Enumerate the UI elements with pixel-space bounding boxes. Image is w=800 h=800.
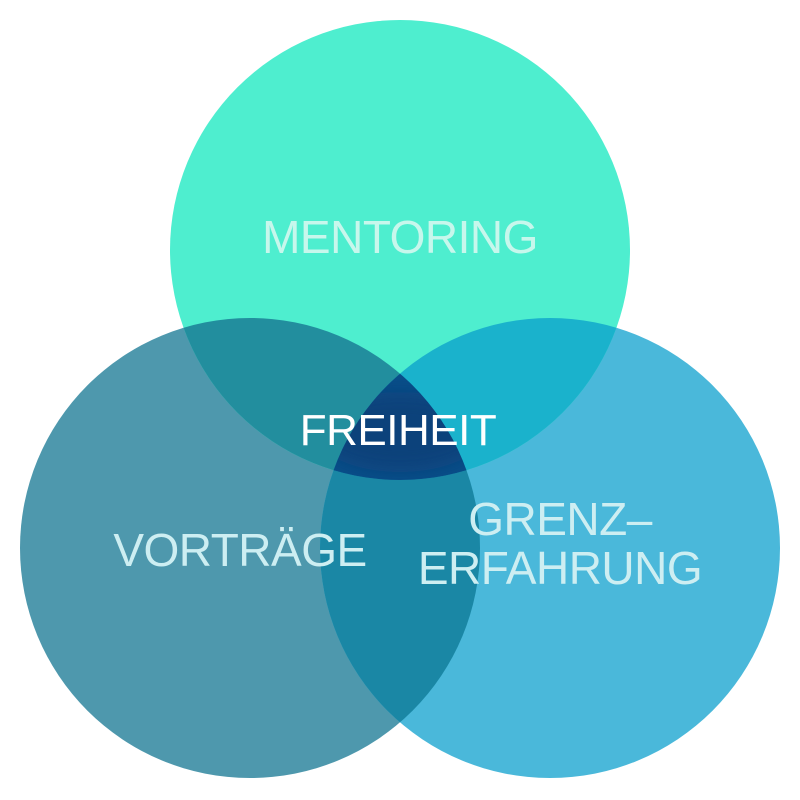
label-mentoring: MENTORING: [262, 211, 538, 263]
label-freiheit: FREIHEIT: [300, 406, 496, 455]
label-vortraege: VORTRÄGE: [113, 524, 366, 576]
label-grenz: GRENZ–: [468, 493, 653, 545]
label-erfahrung: ERFAHRUNG: [418, 542, 702, 594]
